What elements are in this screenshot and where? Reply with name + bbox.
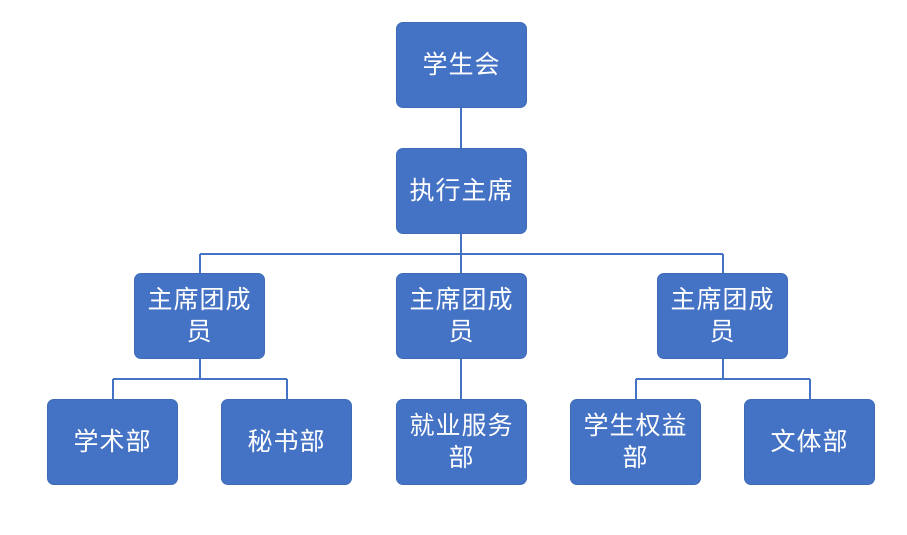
node-presidium-member-3: 主席团成员	[657, 273, 788, 359]
node-label: 执行主席	[409, 176, 514, 205]
node-student-rights-dept: 学生权益部	[570, 399, 701, 485]
node-presidium-member-2: 主席团成员	[396, 273, 527, 359]
node-employment-service-dept: 就业服务部	[396, 399, 527, 485]
node-label: 主席团成员	[670, 285, 775, 346]
node-label: 就业服务部	[409, 411, 514, 472]
node-label: 学生权益部	[583, 411, 688, 472]
node-academic-dept: 学术部	[47, 399, 178, 485]
node-label: 文体部	[770, 427, 849, 456]
node-culture-sports-dept: 文体部	[744, 399, 875, 485]
node-label: 学术部	[73, 427, 152, 456]
node-executive-chairman: 执行主席	[396, 148, 527, 234]
node-label: 主席团成员	[147, 285, 252, 346]
node-presidium-member-1: 主席团成员	[134, 273, 265, 359]
node-label: 学生会	[422, 50, 501, 79]
node-secretariat-dept: 秘书部	[221, 399, 352, 485]
node-student-union: 学生会	[396, 22, 527, 108]
node-label: 秘书部	[247, 427, 326, 456]
node-label: 主席团成员	[409, 285, 514, 346]
